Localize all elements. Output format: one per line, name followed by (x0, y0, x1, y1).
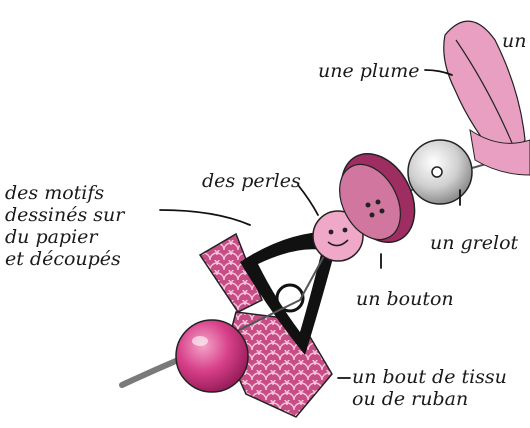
label-feather-top: un (502, 30, 526, 52)
label-fabric: un bout de tissu ou de ruban (352, 366, 507, 410)
label-beads: des perles (202, 170, 301, 192)
label-feather: une plume (318, 60, 420, 82)
label-motifs: des motifs dessinés sur du papier et déc… (5, 182, 124, 270)
label-bell: un grelot (430, 232, 518, 254)
big-bead (176, 320, 248, 392)
string-wire (122, 360, 178, 385)
bell-object (408, 140, 472, 204)
label-button: un bouton (356, 288, 454, 310)
